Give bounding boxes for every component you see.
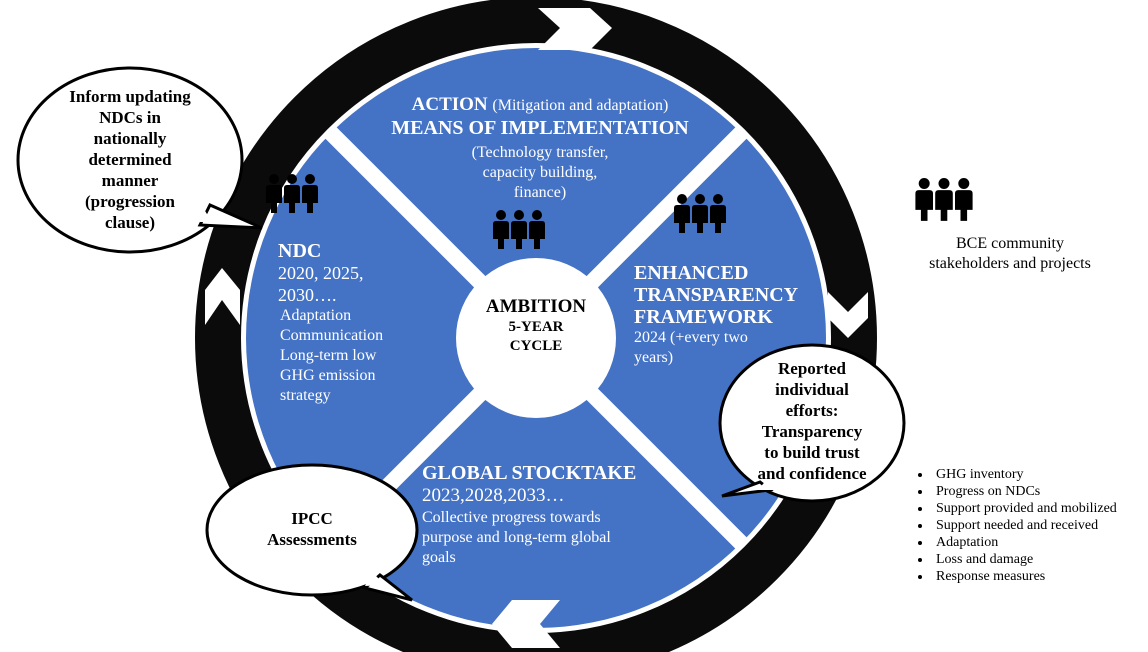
bullet-item: Progress on NDCs <box>932 483 1146 500</box>
bubble-ipcc-line: Assessments <box>267 530 357 549</box>
bubble-inform-line: clause) <box>104 213 156 232</box>
ring-arrow-icon <box>205 268 240 325</box>
bullet-item: Adaptation <box>932 534 1146 551</box>
people-group-icon <box>266 174 973 249</box>
bullet-item: Support needed and received <box>932 517 1146 534</box>
stakeholders-line-1: BCE community <box>956 235 1064 252</box>
action-title: ACTION <box>411 94 488 115</box>
center-title: AMBITION <box>485 296 587 317</box>
etf-title-2: TRANSPARENCY <box>634 284 799 306</box>
center-line-3: CYCLE <box>509 338 563 354</box>
ndc-title: NDC <box>278 240 322 262</box>
bullet-item: GHG inventory <box>932 466 1146 483</box>
bubble-reported-line: Transparency <box>761 422 863 441</box>
ring-arrow-icon <box>538 8 612 50</box>
bubble-reported: Reported individual efforts: Transparenc… <box>730 358 894 484</box>
bubble-reported-line: individual <box>775 380 849 399</box>
gst-title: GLOBAL STOCKTAKE <box>422 462 637 484</box>
gst-line-3: goals <box>422 549 456 566</box>
stakeholders-label: BCE community stakeholders and projects <box>900 234 1120 274</box>
bubble-ipcc-shape <box>205 463 419 602</box>
bullet-item: Loss and damage <box>932 551 1146 568</box>
etf-title-3: FRAMEWORK <box>634 306 773 328</box>
people-group-icon <box>674 194 726 233</box>
bubble-inform-line: (progression <box>84 192 176 211</box>
outer-ring <box>195 0 877 652</box>
bubble-inform-shape <box>16 66 263 254</box>
ndc-line-2: Communication <box>280 327 384 344</box>
bullet-item: Support provided and mobilized <box>932 500 1146 517</box>
action-title-2: MEANS OF IMPLEMENTATION <box>391 117 689 139</box>
ndc-line-1: Adaptation <box>280 307 352 324</box>
gst-years: 2023,2028,2033… <box>422 485 565 506</box>
action-subtitle: (Mitigation and adaptation) <box>492 97 669 114</box>
bubble-reported-line: efforts: <box>785 401 839 420</box>
action-quadrant: ACTION (Mitigation and adaptation) MEANS… <box>360 94 720 203</box>
gst-line-1: Collective progress towards <box>422 509 601 526</box>
center-label: AMBITION 5-YEAR CYCLE <box>476 296 596 356</box>
people-group-icon <box>493 210 545 249</box>
action-line-3: finance) <box>513 184 567 201</box>
ndc-years-1: 2020, 2025, <box>278 263 364 283</box>
bubble-inform-line: manner <box>101 171 159 190</box>
gst-line-2: purpose and long-term global <box>422 529 611 546</box>
etf-line-1: 2024 (+every two <box>634 329 748 346</box>
bubble-ipcc-line: IPCC <box>291 509 333 528</box>
action-line-1: (Technology transfer, <box>471 144 609 161</box>
center-line-2: 5-YEAR <box>508 319 564 335</box>
ndc-line-3: Long-term low <box>280 347 377 364</box>
bubble-inform-line: determined <box>88 150 172 169</box>
ndc-line-5: strategy <box>280 387 331 404</box>
bubble-inform-line: Inform updating <box>69 87 191 106</box>
etf-quadrant: ENHANCED TRANSPARENCY FRAMEWORK 2024 (+e… <box>634 262 834 368</box>
ring-arrow-icon <box>828 292 868 338</box>
people-group-icon <box>915 178 973 221</box>
bubble-inform-line: nationally <box>93 129 167 148</box>
bubble-reported-line: Reported <box>778 359 846 378</box>
bubble-ipcc: IPCC Assessments <box>232 508 392 550</box>
gst-quadrant: GLOBAL STOCKTAKE 2023,2028,2033… Collect… <box>422 462 682 568</box>
etf-line-2: years) <box>634 349 674 366</box>
stakeholders-line-2: stakeholders and projects <box>929 255 1091 272</box>
ndc-years-2: 2030…. <box>278 285 337 305</box>
ndc-line-4: GHG emission <box>280 367 376 384</box>
bubble-inform-line: NDCs in <box>99 108 161 127</box>
center-circle <box>456 258 616 418</box>
bubble-reported-line: and confidence <box>757 464 867 483</box>
ring-arrow-icon <box>492 600 560 648</box>
people-group-icon <box>266 174 318 213</box>
etf-title-1: ENHANCED <box>634 262 749 284</box>
ndc-quadrant: NDC 2020, 2025, 2030…. Adaptation Commun… <box>278 240 418 406</box>
bubble-reported-line: to build trust <box>764 443 860 462</box>
bullet-item: Response measures <box>932 568 1146 585</box>
action-line-2: capacity building, <box>482 164 598 181</box>
bubble-inform: Inform updating NDCs in nationally deter… <box>38 86 222 233</box>
reporting-bullet-list: GHG inventory Progress on NDCs Support p… <box>910 466 1146 585</box>
bubble-reported-shape <box>718 343 906 503</box>
